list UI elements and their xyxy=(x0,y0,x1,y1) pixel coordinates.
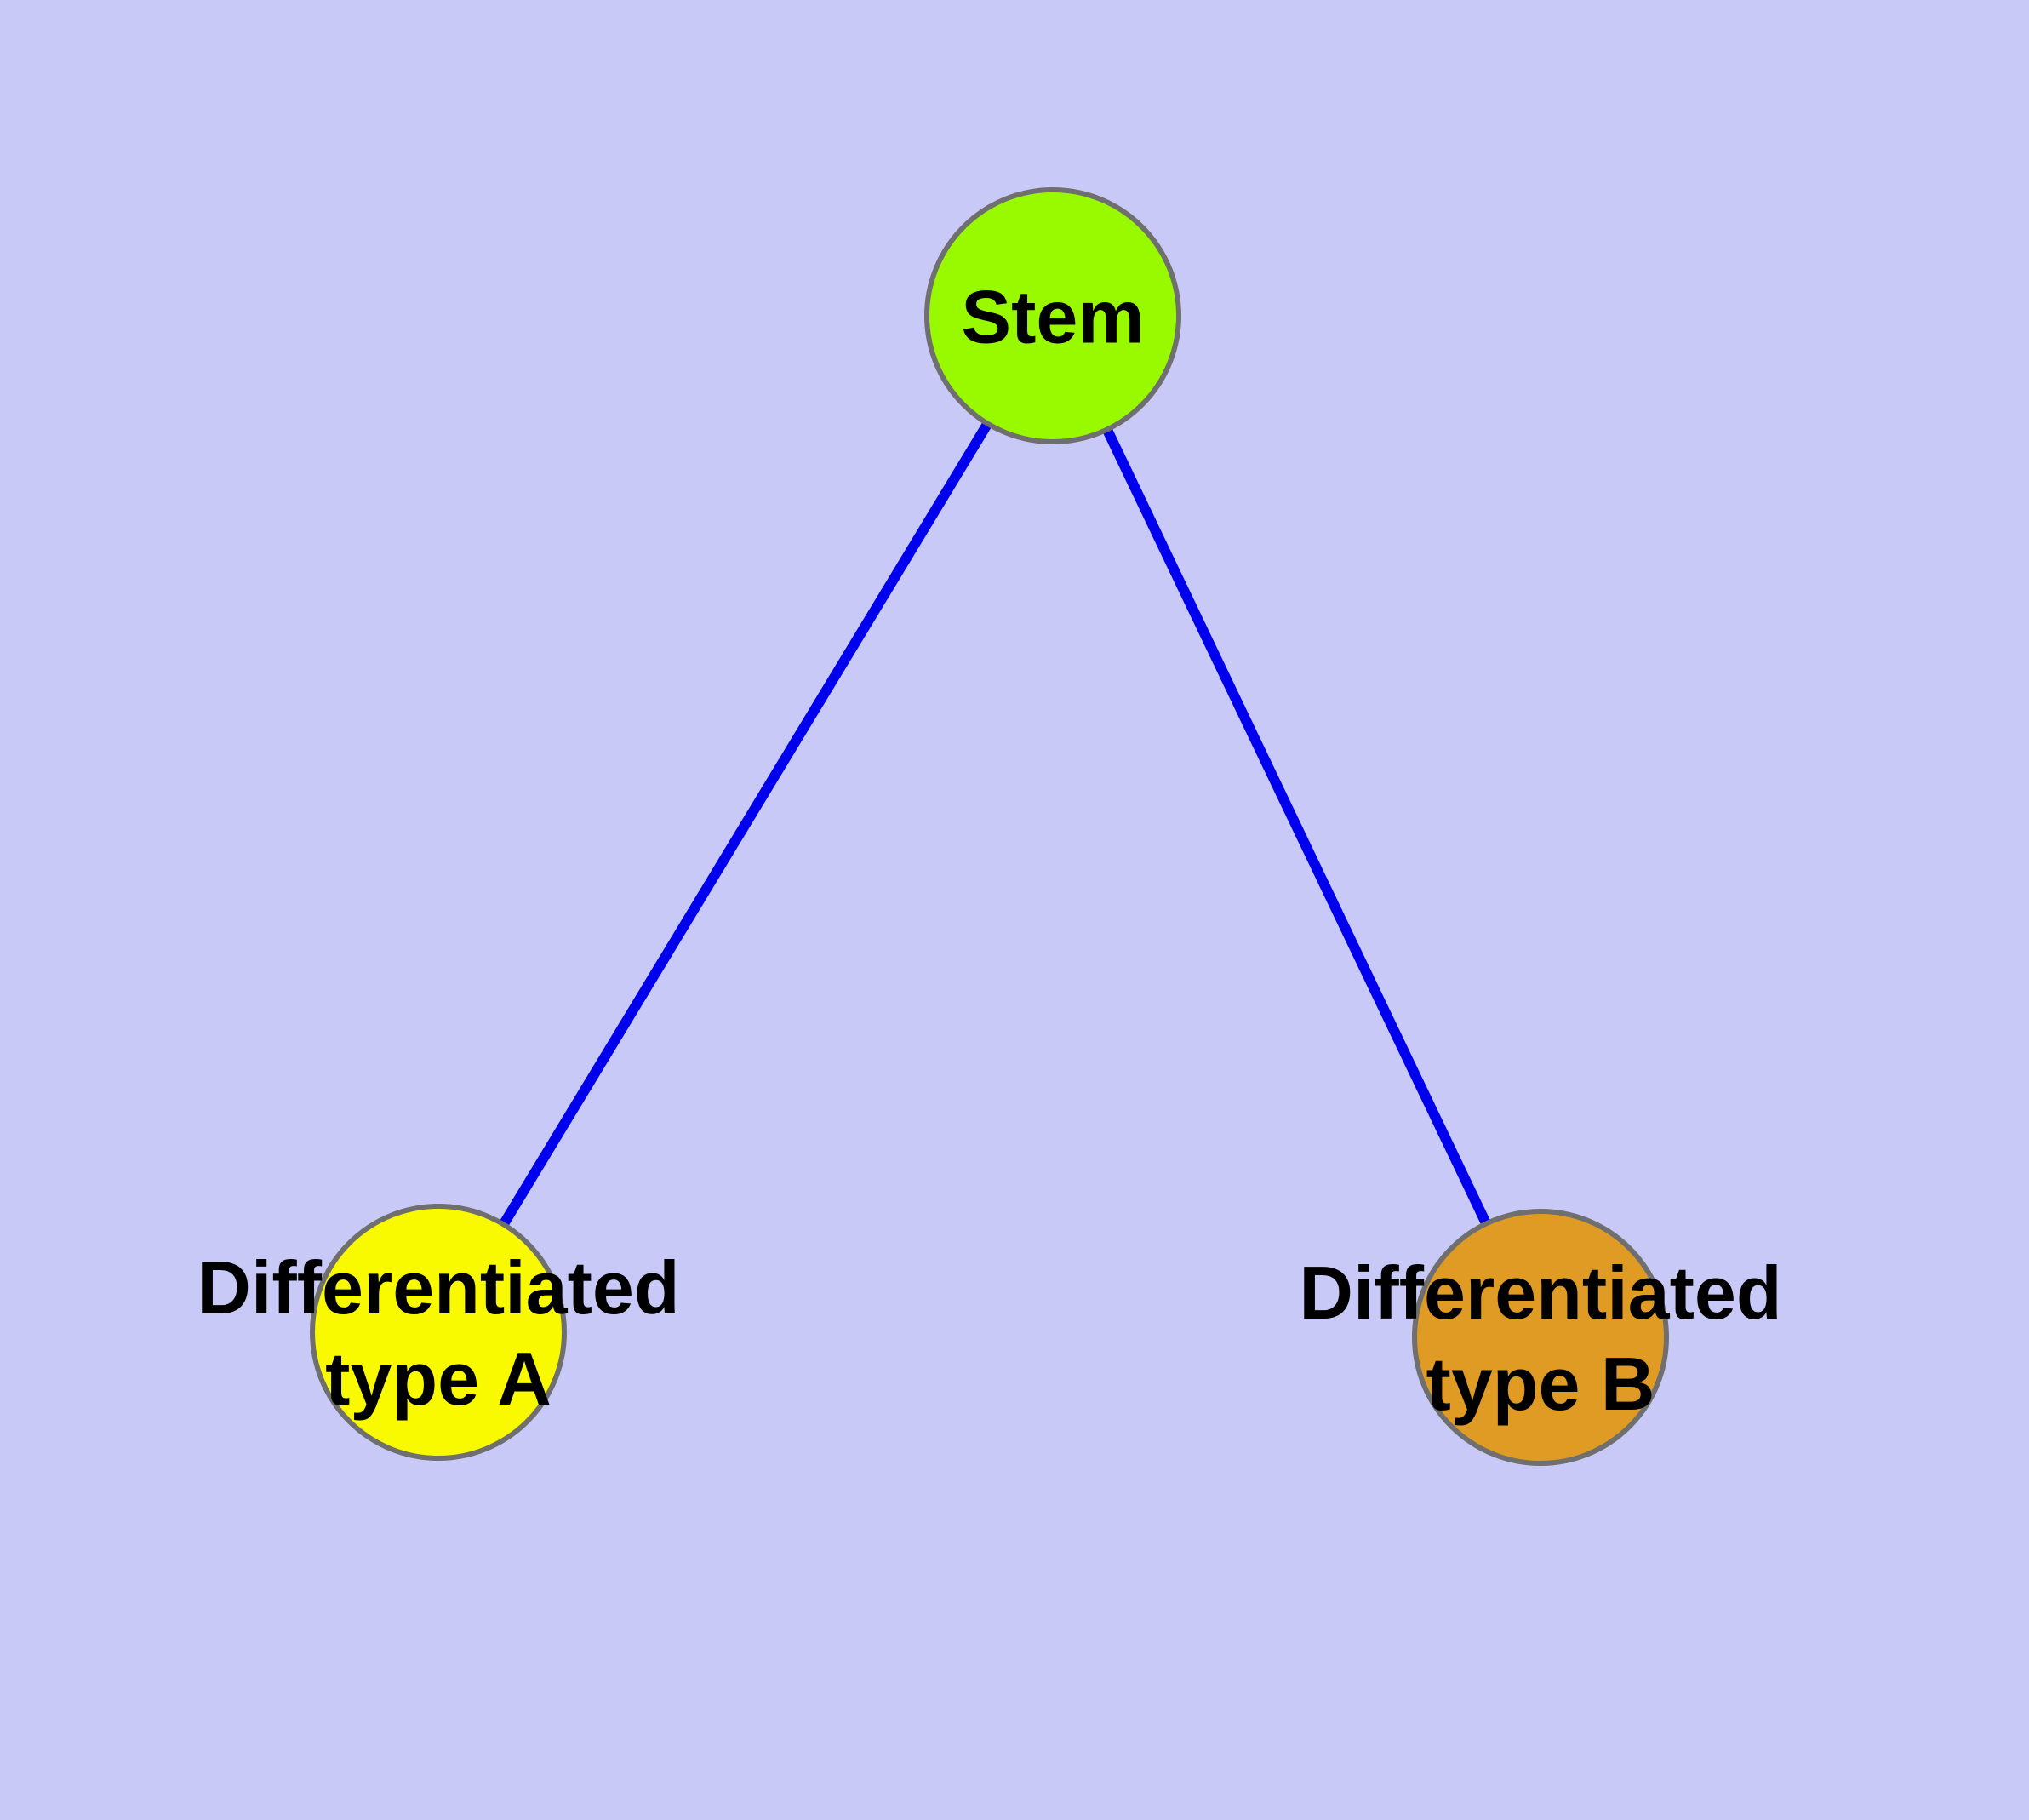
node-label-line: Differentiated xyxy=(1299,1251,1781,1335)
node-type-b xyxy=(1412,1209,1669,1466)
edges-layer xyxy=(433,312,1546,1340)
node-label-line: Stem xyxy=(961,275,1144,359)
node-label-line: type A xyxy=(325,1336,552,1421)
node-label-line: type B xyxy=(1426,1342,1655,1426)
nodes-layer xyxy=(310,187,1669,1466)
node-label-stem: Stem xyxy=(961,275,1144,359)
edge-stem-to-type-a xyxy=(433,312,1058,1336)
node-stem xyxy=(924,187,1181,444)
edge-stem-to-type-b xyxy=(1048,313,1546,1340)
node-label-line: Differentiated xyxy=(197,1245,679,1330)
node-type-a xyxy=(310,1204,567,1461)
